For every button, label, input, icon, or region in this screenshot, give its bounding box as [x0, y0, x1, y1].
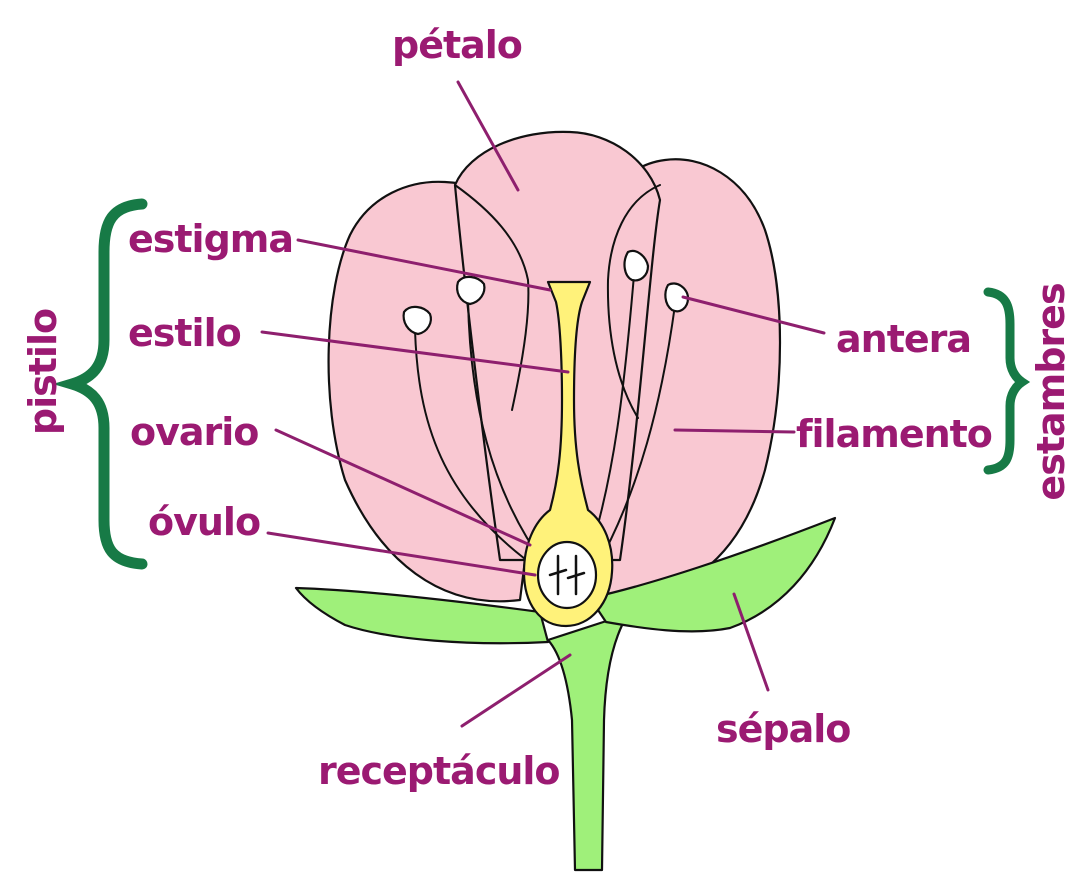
group-label-pistilo: pistilo — [21, 309, 65, 435]
label-petalo: pétalo — [392, 23, 522, 67]
label-antera: antera — [836, 317, 971, 361]
label-sepalo: sépalo — [716, 707, 850, 751]
stem — [548, 614, 628, 870]
label-ovario: ovario — [130, 410, 258, 454]
label-filamento: filamento — [796, 412, 992, 456]
label-receptaculo: receptáculo — [318, 749, 560, 793]
label-estigma: estigma — [128, 217, 293, 261]
group-label-estambres: estambres — [1029, 283, 1071, 500]
label-ovulo: óvulo — [148, 500, 260, 544]
label-estilo: estilo — [128, 311, 241, 355]
ovary-chamber — [538, 542, 596, 608]
estambres-bracket — [988, 292, 1022, 470]
